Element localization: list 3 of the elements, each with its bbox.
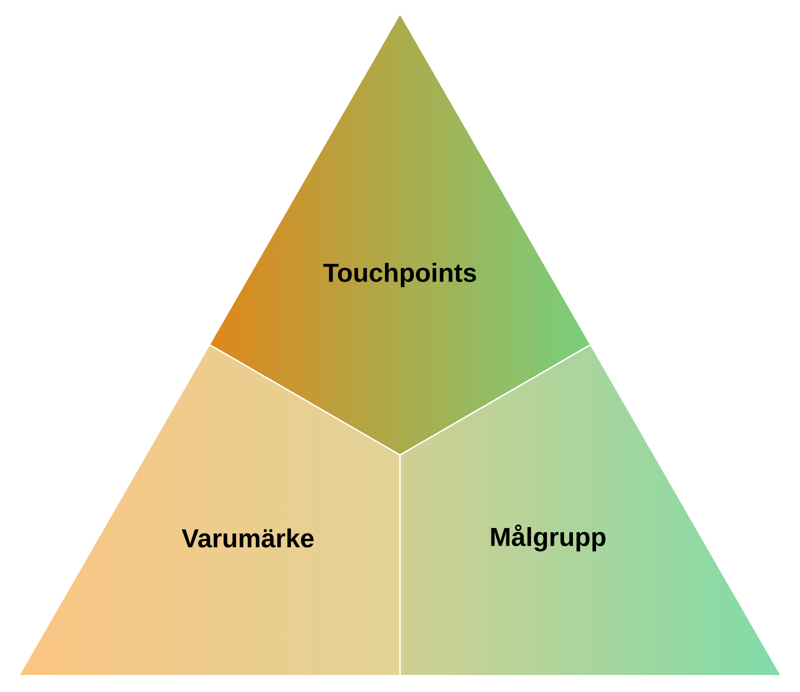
triangle-section: Varumärke [182, 528, 314, 548]
triangle-section: Målgrupp [491, 524, 606, 552]
triangle-section: Touchpoints [323, 262, 476, 288]
